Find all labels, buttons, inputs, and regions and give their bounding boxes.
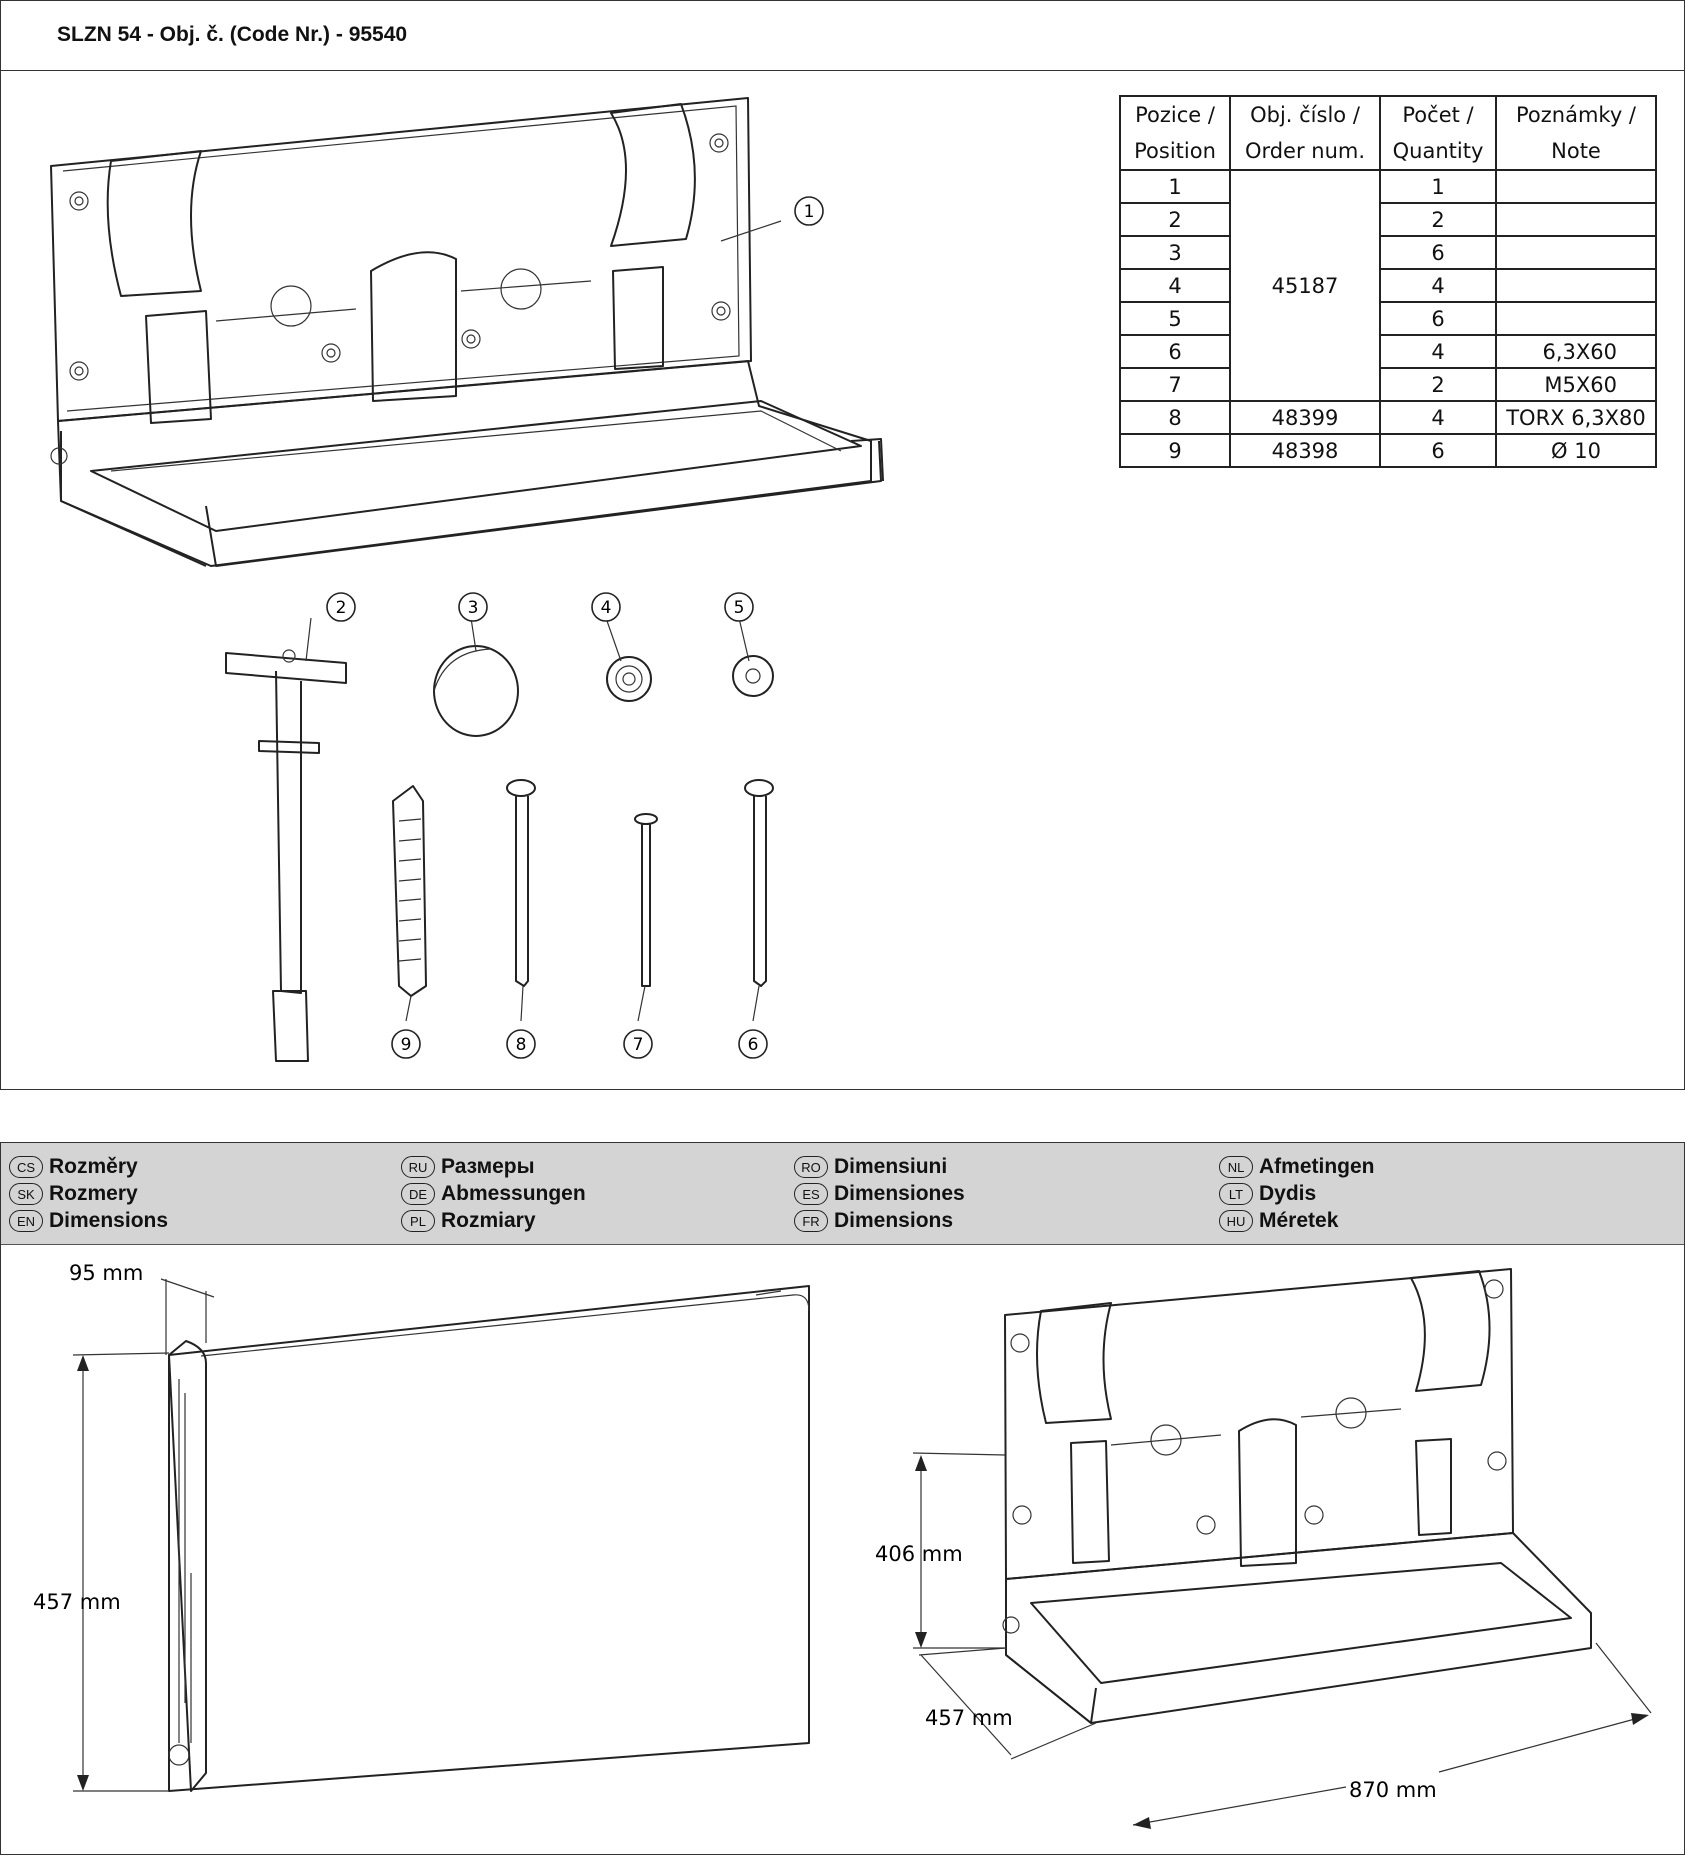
language-label: Rozmery (49, 1181, 138, 1205)
bracket-part-drawing (225, 649, 347, 1062)
language-label: Abmessungen (441, 1181, 586, 1205)
callout-6: 6 (738, 1029, 768, 1059)
callout-2: 2 (326, 592, 356, 622)
anchor-part-drawing (392, 785, 427, 997)
callout-3: 3 (458, 592, 488, 622)
arrowhead-icon (915, 1455, 927, 1471)
language-bar: CS Rozměry SK Rozmery EN Dimensions RU Разме… (1, 1143, 1684, 1245)
language-column: NL Afmetingen LT Dydis HU Méretek (1219, 1153, 1375, 1234)
flat-washer-part-drawing (732, 655, 774, 697)
language-column: CS Rozměry SK Rozmery EN Dimensions (9, 1153, 168, 1234)
closed-unit-drawing (168, 1285, 810, 1792)
width-dimension-line (1438, 1715, 1647, 1773)
language-code-badge: RU (401, 1155, 435, 1178)
language-code-badge: CS (9, 1155, 43, 1178)
shared-order-number: 45187 (1229, 169, 1381, 402)
parts-table: Pozice /Position Obj. číslo /Order num. … (1119, 95, 1657, 468)
dimensions-panel: CS Rozměry SK Rozmery EN Dimensions RU Разме… (0, 1142, 1685, 1855)
language-column: RU Размеры DE Abmessungen PL Rozmiary (401, 1153, 586, 1234)
language-code-badge: LT (1219, 1182, 1253, 1205)
open-depth-label: 457 mm (925, 1706, 1013, 1730)
width-dimension-line (1132, 1786, 1347, 1826)
table-header-row: Pozice /Position Obj. číslo /Order num. … (1119, 95, 1657, 171)
callout-7: 7 (623, 1029, 653, 1059)
language-code-badge: ES (794, 1182, 828, 1205)
header-note: Poznámky /Note (1495, 95, 1657, 171)
exploded-parts-drawing: 1 2 3 4 5 9 8 7 6 (50, 97, 884, 1062)
callout-4: 4 (591, 592, 621, 622)
language-code-badge: SK (9, 1182, 43, 1205)
header-quantity: Počet /Quantity (1379, 95, 1497, 171)
language-label: Afmetingen (1259, 1154, 1375, 1178)
header-position: Pozice /Position (1119, 95, 1231, 171)
language-label: Размеры (441, 1154, 535, 1178)
language-code-badge: HU (1219, 1209, 1253, 1232)
arrowhead-icon (1631, 1713, 1649, 1725)
cap-part-drawing (433, 645, 519, 737)
svg-text:4: 4 (601, 598, 612, 618)
svg-text:5: 5 (734, 598, 745, 618)
language-label: Dimensions (49, 1208, 169, 1232)
changing-table-drawing (50, 97, 884, 567)
header-order-number: Obj. číslo /Order num. (1229, 95, 1381, 171)
screws-drawing (506, 779, 774, 987)
language-code-badge: EN (9, 1209, 43, 1232)
arrowhead-icon (915, 1632, 927, 1648)
svg-text:3: 3 (468, 598, 479, 618)
language-label: Rozmiary (441, 1208, 536, 1232)
washer-part-drawing (606, 656, 652, 702)
arrowhead-icon (77, 1355, 89, 1371)
arrowhead-icon (1133, 1817, 1151, 1829)
language-code-badge: NL (1219, 1155, 1253, 1178)
svg-text:8: 8 (516, 1035, 527, 1055)
language-label: Méretek (1259, 1208, 1339, 1232)
language-code-badge: FR (794, 1209, 828, 1232)
open-unit-drawing (1002, 1268, 1592, 1724)
language-label: Rozměry (49, 1154, 138, 1178)
language-code-badge: PL (401, 1209, 435, 1232)
svg-text:6: 6 (748, 1035, 759, 1055)
callout-9: 9 (391, 1029, 421, 1059)
language-code-badge: RO (794, 1155, 828, 1178)
depth-label: 95 mm (69, 1261, 143, 1285)
dimension-drawings: 95 mm 457 mm 406 mm 457 mm (33, 1261, 1652, 1829)
svg-text:1: 1 (804, 202, 815, 222)
open-depth-dimension-line (920, 1654, 1012, 1756)
svg-text:9: 9 (401, 1035, 412, 1055)
width-label: 870 mm (1349, 1778, 1437, 1802)
language-label: Dimensions (834, 1208, 954, 1232)
language-label: Dydis (1259, 1181, 1317, 1205)
language-code-badge: DE (401, 1182, 435, 1205)
language-label: Dimensiuni (834, 1154, 948, 1178)
language-label: Dimensiones (834, 1181, 965, 1205)
header-bar: SLZN 54 - Obj. č. (Code Nr.) - 95540 (1, 1, 1684, 71)
callout-5: 5 (724, 592, 754, 622)
svg-text:2: 2 (336, 598, 347, 618)
language-column: RO Dimensiuni ES Dimensiones FR Dimensions (794, 1153, 965, 1234)
callout-8: 8 (506, 1029, 536, 1059)
open-height-label: 406 mm (875, 1542, 963, 1566)
arrowhead-icon (77, 1775, 89, 1791)
callout-1: 1 (794, 196, 824, 226)
closed-height-label: 457 mm (33, 1590, 121, 1614)
document-title: SLZN 54 - Obj. č. (Code Nr.) - 95540 (57, 23, 408, 46)
parts-panel: SLZN 54 - Obj. č. (Code Nr.) - 95540 (0, 0, 1685, 1090)
svg-text:7: 7 (633, 1035, 644, 1055)
